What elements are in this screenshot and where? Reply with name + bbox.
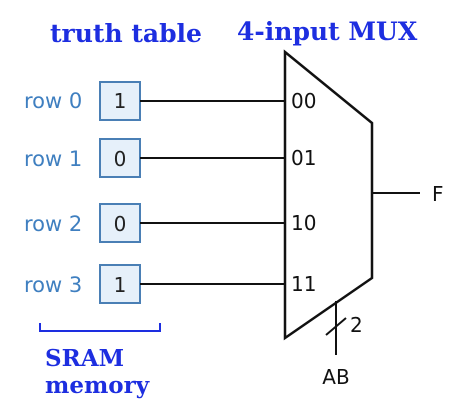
cell-value: 1 — [114, 273, 127, 297]
truth-table-title: truth table — [50, 19, 202, 48]
cell-value: 0 — [114, 147, 127, 171]
mux-title: 4-input MUX — [237, 17, 418, 46]
truth-table-row: row 1 0 01 — [24, 138, 316, 178]
row-label: row 1 — [24, 147, 82, 171]
mux-input-label: 01 — [291, 146, 316, 170]
cell-value: 0 — [114, 212, 127, 236]
mux-input-label: 11 — [291, 272, 316, 296]
truth-table-row: row 2 0 10 — [24, 203, 316, 243]
bus-width-label: 2 — [350, 313, 363, 337]
row-label: row 3 — [24, 273, 82, 297]
memory-cell — [99, 81, 141, 121]
memory-label: memory — [45, 372, 150, 399]
truth-table-row: row 3 1 11 — [24, 264, 316, 304]
select-label: AB — [322, 365, 349, 389]
mux-input-label: 00 — [291, 89, 316, 113]
memory-cell — [99, 264, 141, 304]
mux-body — [283, 49, 374, 341]
sram-label: SRAM — [45, 345, 124, 372]
mux-input-label: 10 — [291, 211, 316, 235]
bus-slash — [325, 317, 347, 336]
memory-cell — [99, 203, 141, 243]
truth-table-row: row 0 1 00 — [24, 81, 316, 121]
output-label: F — [432, 182, 444, 206]
row-label: row 2 — [24, 212, 82, 236]
cell-value: 1 — [114, 89, 127, 113]
row-label: row 0 — [24, 89, 82, 113]
memory-brace — [39, 323, 161, 332]
